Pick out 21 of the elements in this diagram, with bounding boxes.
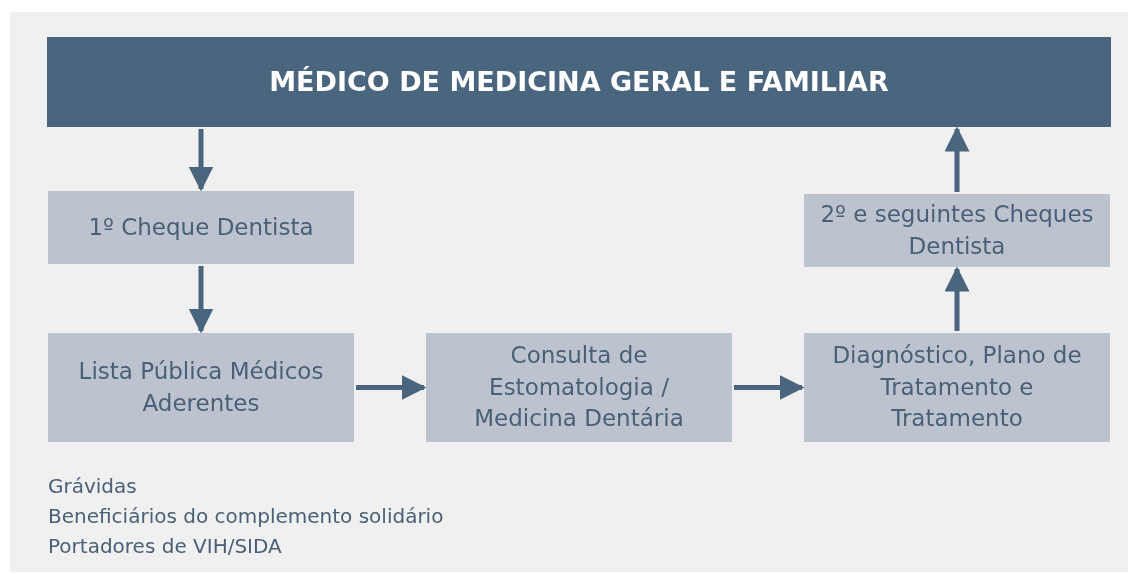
box-label: 1º Cheque Dentista: [88, 212, 314, 242]
arrow: [356, 375, 427, 400]
header-bar: [47, 37, 1111, 127]
arrow: [188, 266, 214, 334]
process-box: [804, 194, 1110, 267]
arrow: [734, 375, 805, 400]
box-label: Consulta de Estomatologia / Medicina Dentária: [473, 340, 685, 434]
box-label: Lista Pública Médicos Aderentes: [77, 356, 325, 418]
box-label: Diagnóstico, Plano de Tratamento e Tratamento: [831, 340, 1083, 434]
box-label: 2º e seguintes Cheques Dentista: [819, 199, 1095, 261]
note-text: Portadores de VIH/SIDA: [48, 534, 282, 558]
box-label: MÉDICO DE MEDICINA GERAL E FAMILIAR: [269, 65, 889, 100]
process-box: [48, 333, 354, 442]
arrow: [188, 129, 214, 192]
process-box: [48, 191, 354, 264]
note-text: Beneficiários do complemento solidário: [48, 504, 444, 528]
process-box: [804, 333, 1110, 442]
arrow: [944, 266, 970, 331]
process-box: [426, 333, 732, 442]
note-text: Grávidas: [48, 474, 137, 498]
arrow: [944, 126, 970, 192]
